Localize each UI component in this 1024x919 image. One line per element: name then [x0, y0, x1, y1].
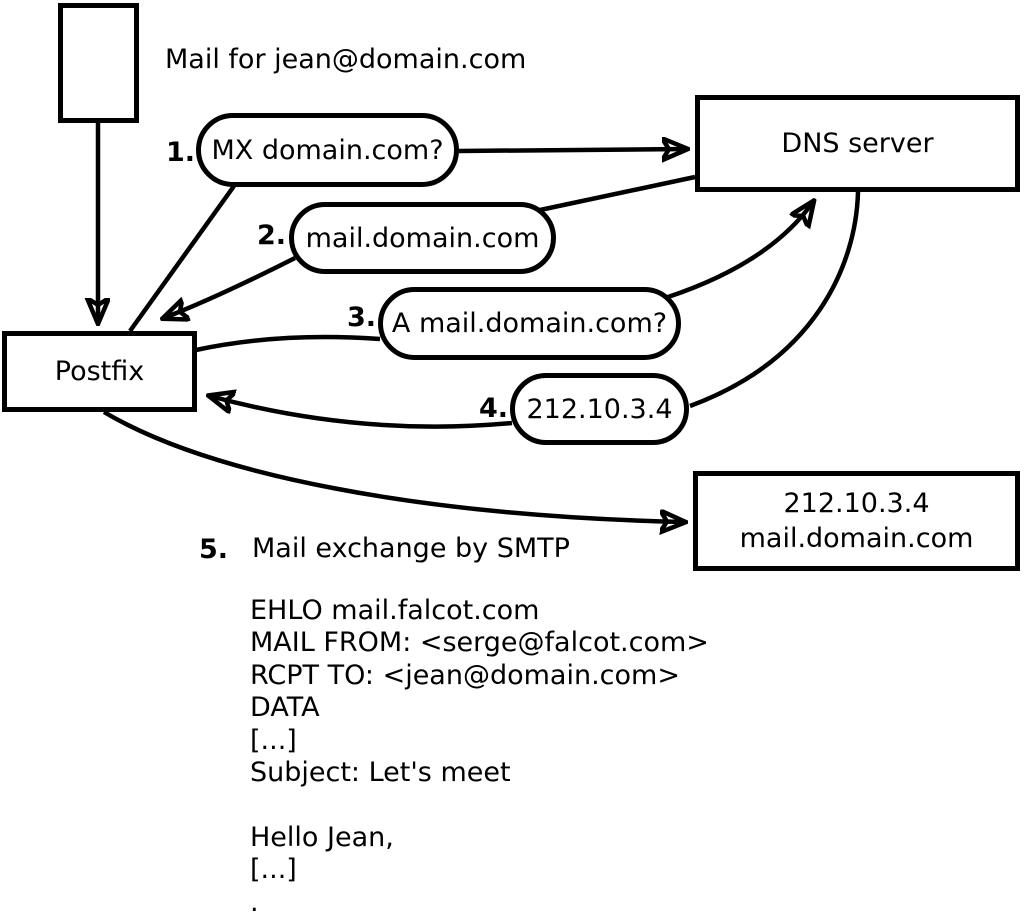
arrow-reply4-to-postfix [210, 396, 513, 429]
query1-label: MX domain.com? [211, 134, 444, 166]
query1-bubble: MX domain.com? [196, 113, 459, 187]
smtp-session: EHLO mail.falcot.com MAIL FROM: <serge@f… [250, 595, 709, 919]
reply2-label: mail.domain.com [305, 222, 540, 254]
mailserver-hostname: mail.domain.com [739, 523, 974, 554]
line-postfix-to-query3 [195, 334, 381, 353]
dns-server-node: DNS server [695, 95, 1020, 192]
step5-label: Mail exchange by SMTP [252, 533, 570, 564]
step5-number: 5. [198, 534, 228, 565]
step4-number: 4. [478, 393, 508, 424]
line-postfix-to-query1 [128, 184, 236, 333]
step3-number: 3. [346, 302, 376, 333]
mail-note: Mail for jean@domain.com [165, 44, 527, 75]
smtp-line: RCPT TO: <jean@domain.com> [250, 659, 680, 691]
reply4-bubble: 212.10.3.4 [510, 373, 689, 445]
dns-server-label: DNS server [781, 128, 934, 159]
arrow-reply2-to-postfix [164, 255, 297, 318]
postfix-label: Postfix [54, 356, 145, 387]
smtp-line: EHLO mail.falcot.com [250, 595, 540, 626]
smtp-line: [...] [250, 854, 297, 886]
smtp-line: . [250, 886, 259, 918]
smtp-line: [...] [250, 724, 297, 756]
reply2-bubble: mail.domain.com [289, 202, 556, 274]
smtp-line: DATA [250, 692, 320, 724]
mailserver-node: 212.10.3.4 mail.domain.com [693, 471, 1020, 571]
query3-label: A mail.domain.com? [391, 308, 668, 339]
arrow-query3-to-dns [667, 202, 813, 300]
reply4-label: 212.10.3.4 [526, 393, 673, 425]
mail-message-node [58, 3, 139, 123]
postfix-node: Postfix [2, 331, 197, 412]
query3-bubble: A mail.domain.com? [378, 287, 681, 360]
line-dns-to-reply2 [539, 174, 696, 213]
arrow-postfix-to-mailserver [102, 410, 684, 522]
step1-number: 1. [165, 137, 195, 168]
mailserver-ip: 212.10.3.4 [783, 488, 930, 519]
line-dns-to-reply4 [689, 191, 861, 409]
arrow-query1-to-dns [458, 149, 686, 151]
smtp-line: Subject: Let's meet [250, 756, 511, 788]
smtp-line: Hello Jean, [250, 821, 394, 853]
smtp-line: MAIL FROM: <serge@falcot.com> [250, 627, 709, 659]
smtp-line [250, 789, 709, 821]
step2-number: 2. [256, 220, 286, 251]
